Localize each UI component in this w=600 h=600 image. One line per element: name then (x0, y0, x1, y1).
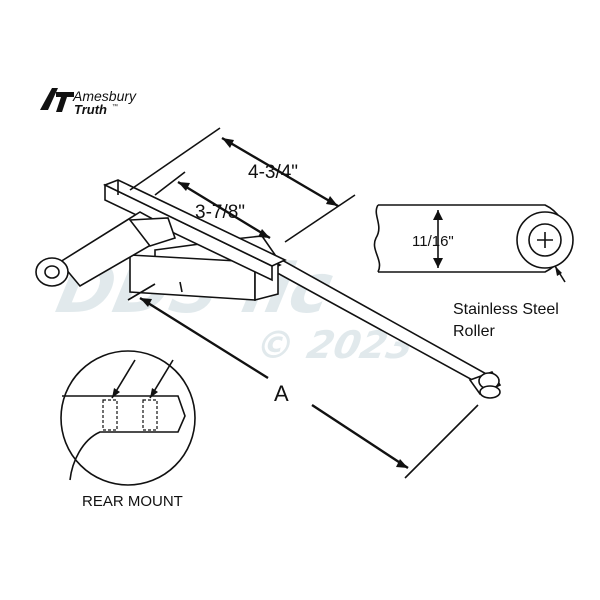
dimension-arm-length-label: A (274, 381, 289, 406)
dimension-inner: 3-7/8" (154, 171, 271, 240)
roller-detail: 11/16" Stainless Steel Roller (373, 204, 574, 340)
dimension-inner-label: 3-7/8" (195, 202, 245, 223)
dimension-arm-length: A (127, 283, 479, 479)
roller-height-label: 11/16" (412, 233, 454, 250)
brand-line1: Amesbury (72, 88, 137, 104)
rear-mount-label: REAR MOUNT (82, 493, 183, 510)
logo-mark-a (40, 88, 58, 110)
dimension-overall-label: 4-3/4" (248, 162, 298, 183)
top-rail (102, 179, 287, 282)
logo-mark-t (56, 92, 74, 112)
brand-trademark: ™ (112, 103, 118, 110)
roller-label-line2: Roller (453, 323, 495, 340)
brand-line2: Truth (74, 102, 107, 117)
rear-mount-detail: REAR MOUNT (60, 350, 196, 510)
dimension-overall: 4-3/4" (129, 127, 356, 243)
amesbury-truth-logo: Amesbury Truth ™ (40, 88, 137, 117)
crank-handle (35, 211, 177, 288)
roller-label-line1: Stainless Steel (453, 301, 559, 318)
operator-arm (249, 243, 502, 399)
